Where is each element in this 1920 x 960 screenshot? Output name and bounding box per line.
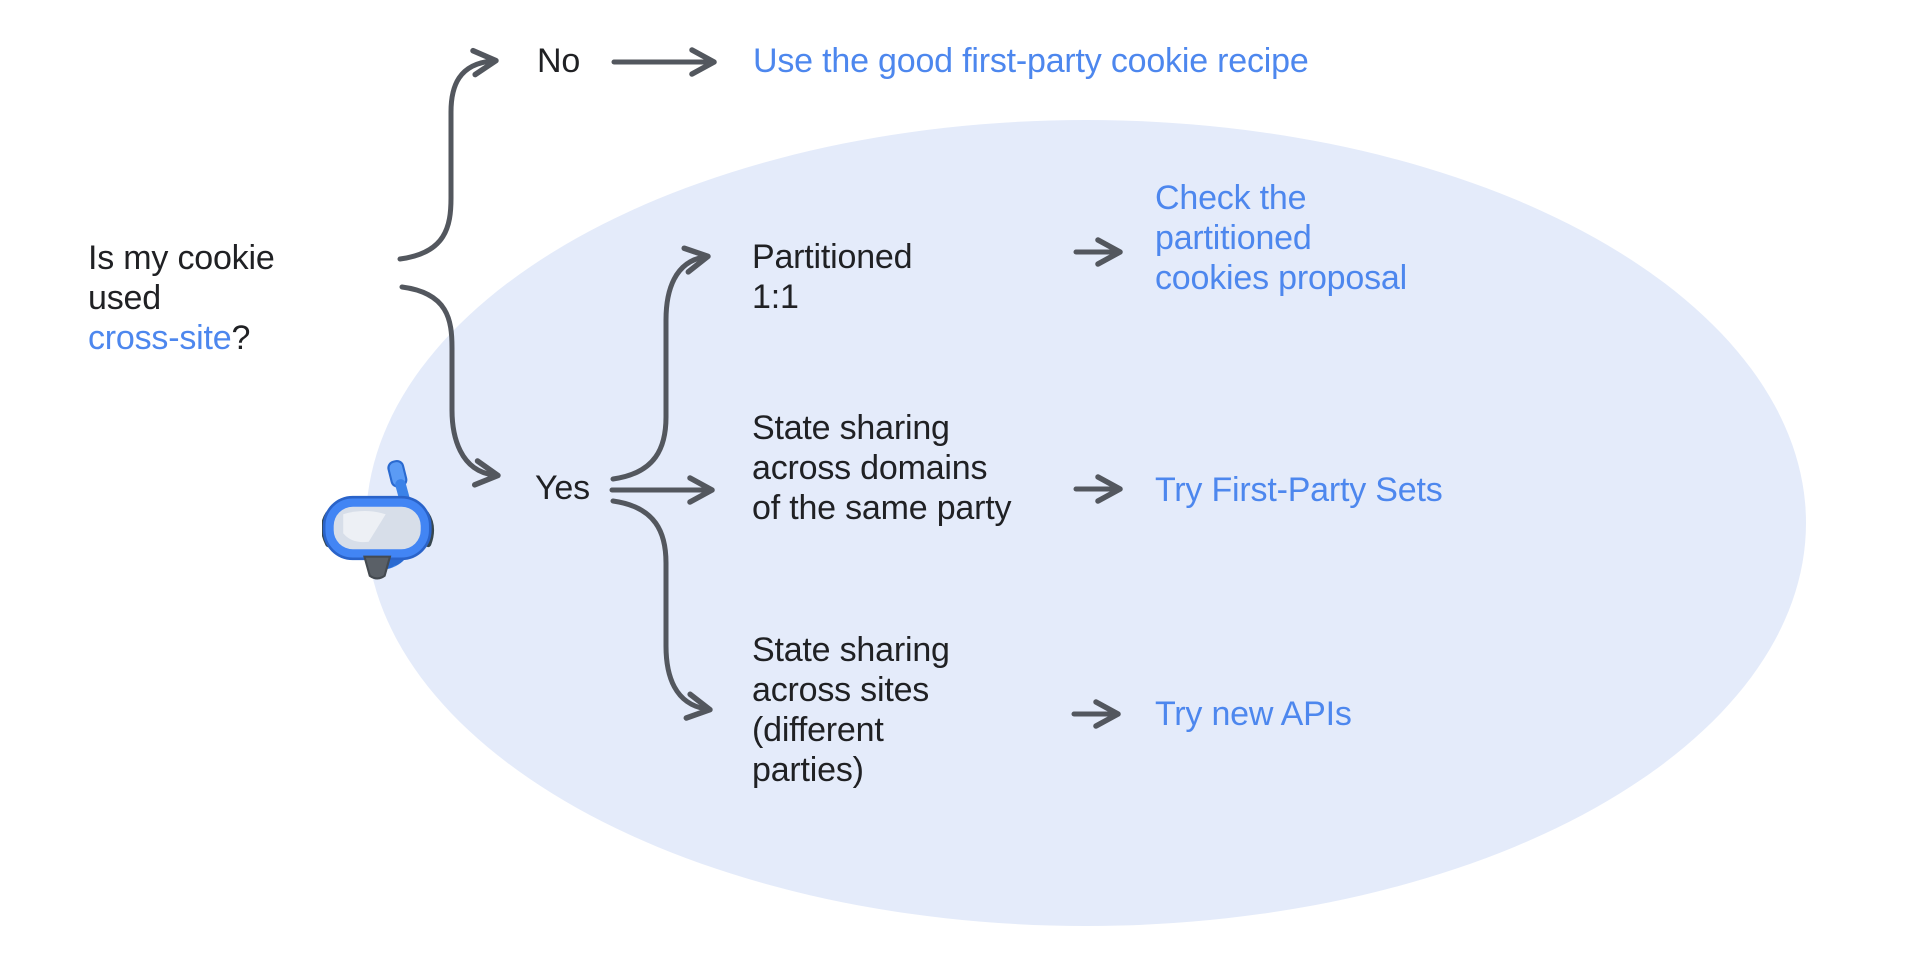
no-label: No	[537, 42, 581, 80]
diving-mask-icon	[322, 459, 435, 580]
partitioned-cookies-proposal-link[interactable]: Check the partitioned cookies proposal	[1155, 179, 1407, 297]
yes-label: Yes	[535, 469, 590, 507]
condition-state-sharing-domains: State sharing across domains of the same…	[752, 409, 1012, 527]
question-node: Is my cookie used cross-site?	[88, 198, 275, 358]
connector-question-to-yes	[399, 284, 501, 488]
first-party-recipe-link[interactable]: Use the good first-party cookie recipe	[753, 42, 1309, 80]
cross-site-link[interactable]: cross-site	[88, 319, 232, 357]
condition-partitioned: Partitioned 1:1	[752, 238, 913, 316]
first-party-sets-link[interactable]: Try First-Party Sets	[1155, 471, 1443, 509]
connector-yes-to-partitioned	[610, 245, 711, 482]
question-text: Is my cookie used	[88, 239, 275, 317]
connector-question-to-no	[397, 47, 499, 262]
condition-state-sharing-sites: State sharing across sites (different pa…	[752, 631, 950, 789]
new-apis-link[interactable]: Try new APIs	[1155, 695, 1352, 733]
question-suffix: ?	[231, 319, 251, 357]
connector-yes-to-sites	[610, 498, 713, 721]
